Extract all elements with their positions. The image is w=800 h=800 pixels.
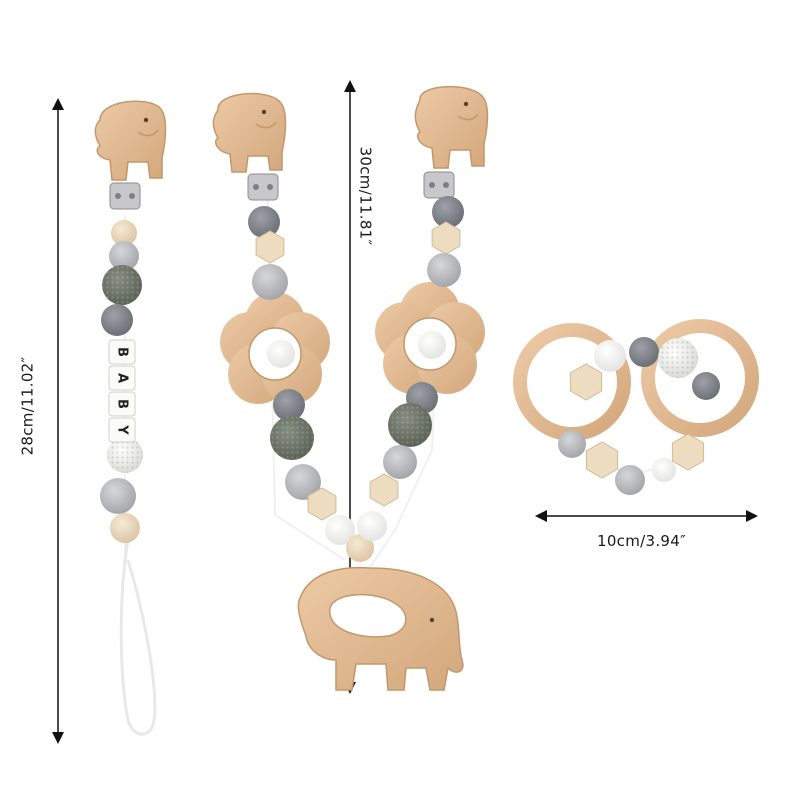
crochet-texture bbox=[388, 403, 432, 447]
light-bead bbox=[285, 464, 321, 500]
dark-bead bbox=[101, 304, 133, 336]
left-dimension-label: 28cm/11.02″ bbox=[18, 356, 37, 456]
light-bead bbox=[427, 253, 461, 287]
crochet-texture bbox=[102, 265, 142, 305]
light-bead bbox=[615, 465, 645, 495]
hexagon-wood-bead bbox=[255, 230, 285, 264]
letter-cube-text: B bbox=[115, 399, 130, 409]
letter-cube bbox=[108, 339, 136, 365]
light-bead bbox=[100, 478, 136, 514]
hexagon-wood-bead bbox=[307, 487, 337, 521]
wooden-flower-left bbox=[220, 292, 330, 404]
hexagon-wood-bead bbox=[585, 441, 619, 479]
letter-beads: B A B Y bbox=[108, 339, 136, 443]
dark-bead bbox=[432, 196, 464, 228]
natural-bead bbox=[346, 534, 374, 562]
white-bead bbox=[267, 340, 295, 368]
white-bead bbox=[325, 515, 355, 545]
letter-cube-text: B bbox=[115, 347, 130, 357]
letter-cube bbox=[108, 365, 136, 391]
white-bead bbox=[418, 331, 446, 359]
letter-cube-text: A bbox=[115, 373, 130, 383]
white-bead bbox=[357, 511, 387, 541]
hexagon-wood-bead bbox=[431, 221, 461, 255]
middle-dimension-label: 30cm/11.81″ bbox=[356, 146, 375, 246]
ring-dimension-label: 10cm/3.94″ bbox=[597, 532, 687, 550]
beads bbox=[100, 196, 720, 562]
wooden-ring-right bbox=[641, 319, 759, 437]
natural-bead bbox=[110, 513, 140, 543]
metal-clips bbox=[109, 171, 455, 210]
white-bead bbox=[594, 340, 626, 372]
natural-bead bbox=[111, 220, 137, 246]
dark-bead bbox=[692, 372, 720, 400]
light-bead bbox=[383, 445, 417, 479]
light-bead bbox=[252, 264, 288, 300]
elephant-clip-left bbox=[94, 100, 167, 181]
letter-cube bbox=[108, 391, 136, 417]
white-bead bbox=[652, 458, 676, 482]
crochet-texture bbox=[107, 437, 143, 473]
hexagon-wood-bead bbox=[369, 473, 399, 507]
ribbon-loop bbox=[119, 539, 157, 736]
dark-bead bbox=[248, 206, 280, 238]
dark-bead bbox=[629, 337, 659, 367]
dark-bead bbox=[273, 389, 305, 421]
light-bead bbox=[558, 430, 586, 458]
letter-cube bbox=[108, 417, 136, 443]
hexagon-wood-bead bbox=[671, 433, 705, 471]
elephant-teether bbox=[297, 566, 464, 691]
elephant-clip-right bbox=[414, 86, 489, 169]
crochet-texture bbox=[658, 338, 698, 378]
light-bead bbox=[109, 241, 139, 271]
elephant-clip-middle bbox=[212, 92, 287, 173]
crochet-texture bbox=[270, 416, 314, 460]
hexagon-wood-bead bbox=[569, 363, 603, 401]
letter-cube-text: Y bbox=[115, 424, 130, 435]
